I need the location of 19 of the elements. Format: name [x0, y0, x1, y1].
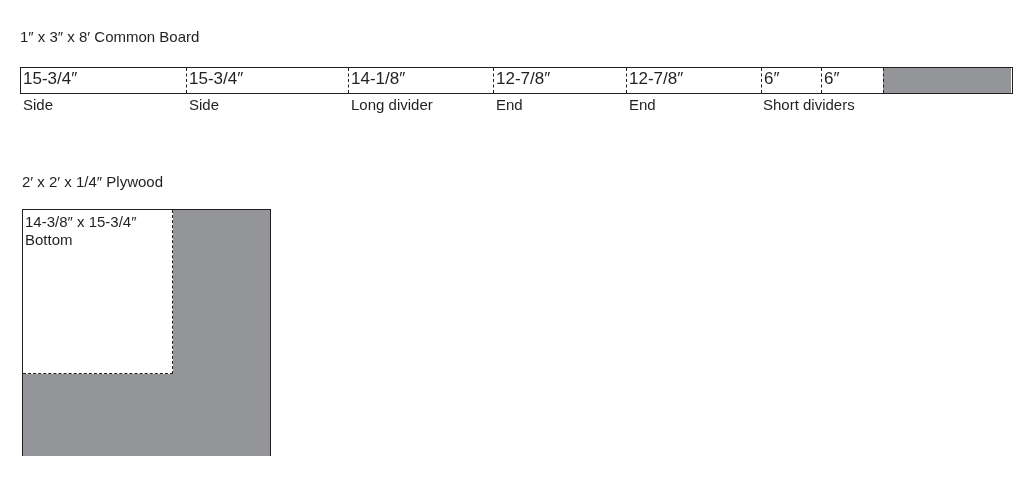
dimension-text: 15-3/4″ [23, 69, 78, 89]
stock-heading: 1″ x 3″ x 8′ Common Board [20, 28, 201, 47]
part-label: End [629, 96, 656, 113]
dimension-text: 14-3/8″ x 15-3/4″ [25, 213, 138, 231]
part-label: Side [189, 96, 220, 113]
dimension-text: 6″ [824, 69, 840, 89]
part-label: Side [23, 96, 54, 113]
dimension-text: 6″ [764, 69, 780, 89]
dimension-text: 12-7/8″ [629, 69, 684, 89]
stock-heading: 2′ x 2′ x 1/4″ Plywood [22, 173, 164, 192]
part-label: Short dividers [763, 96, 855, 113]
dimension-text: 14-1/8″ [351, 69, 406, 89]
dimension-text: 12-7/8″ [496, 69, 551, 89]
part-label: Bottom [25, 231, 74, 249]
dimension-text: 15-3/4″ [189, 69, 244, 89]
waste-section [883, 68, 1011, 93]
cut-piece [23, 210, 173, 374]
part-label: Long divider [351, 96, 433, 113]
part-label: End [496, 96, 523, 113]
